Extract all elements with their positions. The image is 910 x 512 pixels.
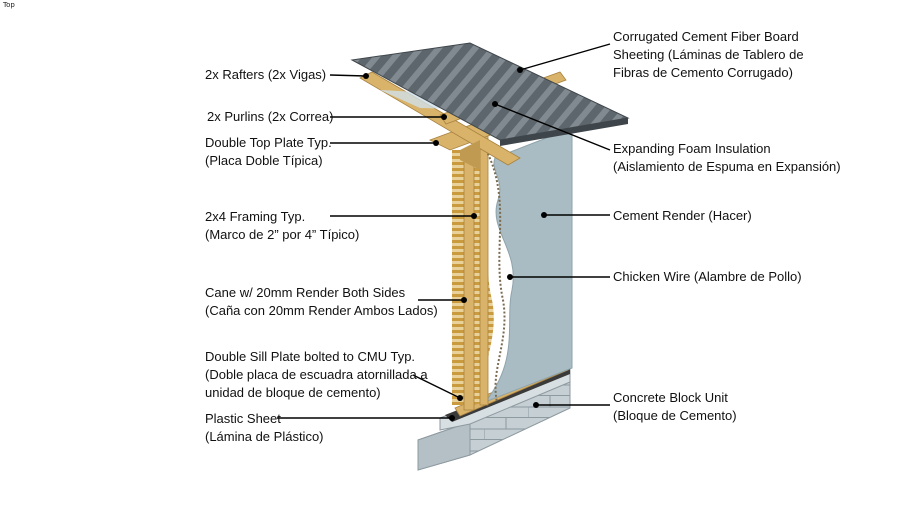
callout-text: (Lámina de Plástico): [205, 429, 324, 444]
callout-top-plate: Double Top Plate Typ. (Placa Doble Típic…: [205, 134, 332, 170]
callout-chicken-wire: Chicken Wire (Alambre de Pollo): [613, 268, 802, 286]
callout-text: Sheeting (Láminas de Tablero de: [613, 47, 804, 62]
callout-text: Fibras de Cemento Corrugado): [613, 65, 793, 80]
callout-text: unidad de bloque de cemento): [205, 385, 381, 400]
callout-framing: 2x4 Framing Typ. (Marco de 2” por 4” Típ…: [205, 208, 359, 244]
callout-text: Plastic Sheet: [205, 411, 281, 426]
callout-text: Expanding Foam Insulation: [613, 141, 771, 156]
leader-dots: [363, 67, 547, 421]
callout-text: Concrete Block Unit: [613, 390, 728, 405]
render-wall: [484, 127, 573, 403]
callout-text: Double Top Plate Typ.: [205, 135, 332, 150]
callout-purlins: 2x Purlins (2x Correa): [207, 108, 333, 126]
callout-text: Cement Render (Hacer): [613, 208, 752, 223]
callout-text: (Caña con 20mm Render Ambos Lados): [205, 303, 438, 318]
callout-text: Corrugated Cement Fiber Board: [613, 29, 799, 44]
callout-plastic-sheet: Plastic Sheet (Lámina de Plástico): [205, 410, 324, 446]
callout-text: 2x Purlins (2x Correa): [207, 109, 334, 124]
callout-text: Cane w/ 20mm Render Both Sides: [205, 285, 406, 300]
callout-rafters: 2x Rafters (2x Vigas): [205, 66, 326, 84]
stud-framing: [452, 134, 506, 411]
callout-corrugated-sheeting: Corrugated Cement Fiber Board Sheeting (…: [613, 28, 804, 82]
callout-text: (Aislamiento de Espuma en Expansión): [613, 159, 841, 174]
callout-cane: Cane w/ 20mm Render Both Sides (Caña con…: [205, 284, 438, 320]
callout-text: 2x Rafters (2x Vigas): [205, 67, 327, 82]
callout-text: 2x4 Framing Typ.: [205, 209, 306, 224]
callout-text: (Bloque de Cemento): [613, 408, 737, 423]
callout-text: (Marco de 2” por 4” Típico): [205, 227, 360, 242]
callout-text: Double Sill Plate bolted to CMU Typ.: [205, 349, 416, 364]
callout-foam-insulation: Expanding Foam Insulation (Aislamiento d…: [613, 140, 841, 176]
callout-text: Chicken Wire (Alambre de Pollo): [613, 269, 802, 284]
callout-text: (Doble placa de escuadra atornillada a: [205, 367, 428, 382]
callout-concrete-block: Concrete Block Unit (Bloque de Cemento): [613, 389, 737, 425]
leader-lines: [277, 43, 611, 419]
callout-cement-render: Cement Render (Hacer): [613, 207, 752, 225]
view-label: Top: [3, 1, 15, 9]
callout-sill-plate: Double Sill Plate bolted to CMU Typ. (Do…: [205, 348, 428, 402]
cmu-base: [417, 367, 571, 471]
callout-text: (Placa Doble Típica): [205, 153, 323, 168]
